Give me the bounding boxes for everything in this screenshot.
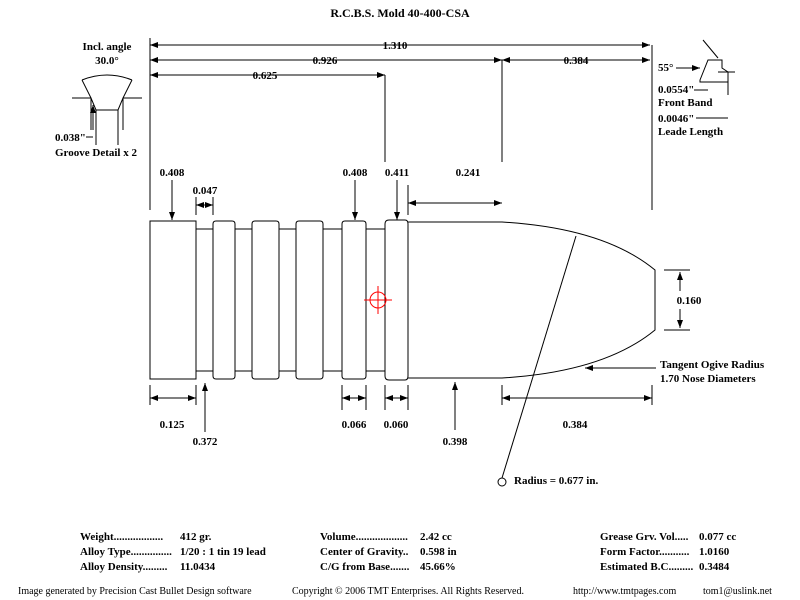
band-4 [295, 220, 324, 380]
radius-center [497, 477, 507, 487]
spec-alloy-type-value: 1/20 : 1 tin 19 lead [180, 546, 266, 558]
front-band-detail: 55° 0.0554" Front Band 0.0046" Leade Len… [658, 39, 735, 138]
angle-leg-left [81, 79, 92, 99]
front-band [384, 219, 409, 381]
nose-length-top-value: 0.384 [564, 55, 589, 67]
groove-offset-value: 0.372 [193, 436, 218, 448]
spec-volume-value: 2.42 cc [420, 531, 452, 543]
footer-copyright: Copyright © 2006 TMT Enterprises. All Ri… [292, 586, 524, 597]
front-band-label: Front Band [658, 97, 713, 109]
groove-detail-caption: Groove Detail x 2 [55, 147, 137, 159]
driving-length-value: 0.398 [443, 436, 468, 448]
bullet-profile [149, 219, 656, 381]
leade-length-label: Leade Length [658, 126, 723, 138]
ogive-annotation: Tangent Ogive Radius 1.70 Nose Diameters… [497, 235, 765, 487]
cg-marker [364, 286, 392, 314]
spec-cg-label: Center of Gravity.. [320, 546, 409, 558]
leade-length-value: 0.0046" [658, 113, 694, 125]
ogive-radius-line2: 1.70 Nose Diameters [660, 373, 756, 385]
front-band-profile [699, 59, 729, 83]
band-5 [341, 220, 367, 380]
spec-volume-label: Volume................... [320, 531, 408, 543]
specs-table: Weight.................. 412 gr. Alloy T… [80, 531, 736, 573]
overall-length-value: 1.310 [383, 40, 408, 52]
band-3 [251, 220, 280, 380]
spec-cg-base-label: C/G from Base....... [320, 561, 410, 573]
spec-grease-value: 0.077 cc [699, 531, 736, 543]
footer-url[interactable]: http://www.tmtpages.com [573, 586, 676, 597]
front-band-dia-value: 0.408 [343, 167, 368, 179]
nose-length-bottom-value: 0.384 [563, 419, 588, 431]
lower-dimensions: 0.125 0.372 0.066 0.060 0.398 0.384 [149, 382, 653, 448]
groove-depth-value: 0.038" [55, 132, 86, 144]
footer-generated: Image generated by Precision Cast Bullet… [18, 586, 252, 597]
footer: Image generated by Precision Cast Bullet… [18, 586, 772, 597]
base-band-dia-value: 0.408 [160, 167, 185, 179]
radius-value: Radius = 0.677 in. [514, 475, 598, 487]
angle-arc [81, 74, 133, 81]
incl-angle-label: Incl. angle [83, 41, 132, 53]
groove-width-value: 0.047 [193, 185, 218, 197]
drawing-title: R.C.B.S. Mold 40-400-CSA [330, 6, 470, 20]
meplat-dia-value: 0.160 [677, 295, 702, 307]
radius-line [501, 235, 577, 479]
body-dia-value: 0.411 [385, 167, 409, 179]
front-band-angle: 55° [658, 62, 673, 74]
spec-cg-base-value: 45.66% [420, 561, 456, 573]
to-last-band-value: 0.625 [253, 70, 278, 82]
base-band [149, 220, 197, 380]
incl-angle-value: 30.0° [95, 55, 119, 67]
spec-alloy-density-label: Alloy Density......... [80, 561, 168, 573]
ogive-radius-line1: Tangent Ogive Radius [660, 359, 765, 371]
spec-bc-label: Estimated B.C......... [600, 561, 693, 573]
front-band-width-value: 0.060 [384, 419, 409, 431]
spec-form-factor-label: Form Factor........... [600, 546, 690, 558]
spec-bc-value: 0.3484 [699, 561, 730, 573]
band-angle-line [702, 39, 719, 59]
spec-alloy-type-label: Alloy Type............... [80, 546, 172, 558]
nose-profile [408, 221, 656, 379]
base-band-len-value: 0.125 [160, 419, 185, 431]
spec-weight-label: Weight.................. [80, 531, 163, 543]
spec-grease-label: Grease Grv. Vol..... [600, 531, 689, 543]
footer-email[interactable]: tom1@uslink.net [703, 586, 772, 597]
groove-profile [72, 97, 142, 111]
spec-form-factor-value: 1.0160 [699, 546, 730, 558]
to-ogive-value: 0.926 [313, 55, 338, 67]
top-dimensions: 1.310 0.926 0.384 0.625 [149, 38, 653, 210]
groove-detail: Incl. angle 30.0° 0.038" Groove Detail x… [55, 41, 142, 159]
shank-length-value: 0.241 [456, 167, 481, 179]
front-band-length: 0.0554" [658, 84, 694, 96]
spec-weight-value: 412 gr. [180, 531, 212, 543]
band-2 [212, 220, 236, 380]
spec-cg-value: 0.598 in [420, 546, 457, 558]
angle-leg-right [122, 79, 133, 99]
band-width-value: 0.066 [342, 419, 367, 431]
upper-labels: 0.408 0.047 0.408 0.411 0.241 [160, 167, 502, 220]
spec-alloy-density-value: 11.0434 [180, 561, 216, 573]
meplat-dimension: 0.160 [664, 269, 702, 331]
